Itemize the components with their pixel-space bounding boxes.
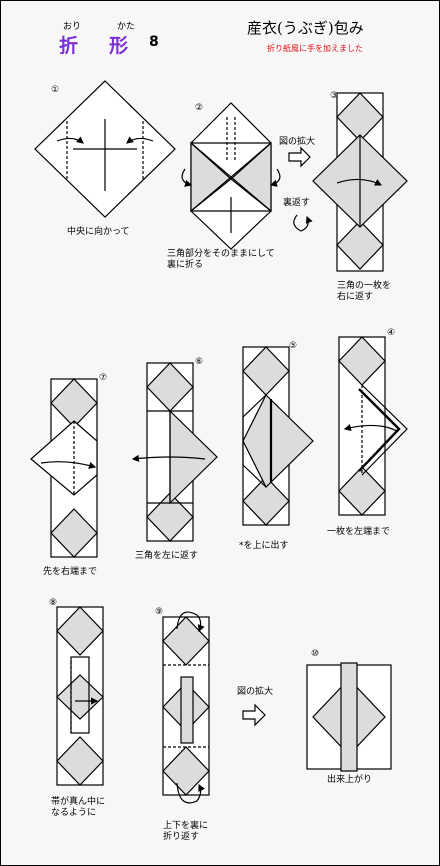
step-9-caption: 上下を裏に 折り返す — [163, 821, 209, 842]
step-6-diagram — [131, 362, 218, 542]
step-6-number: ⑥ — [195, 357, 204, 367]
step-7-diagram — [30, 378, 98, 558]
step-9-diagram — [162, 611, 210, 804]
step-9-number: ⑨ — [155, 607, 164, 617]
step-10-number: ⑩ — [311, 649, 320, 659]
step-3-caption: 三角の一枚を 右に返す — [337, 281, 392, 302]
title-kata: 形 — [109, 35, 129, 57]
step-3-number: ③ — [330, 91, 339, 101]
zoom-arrow-top — [288, 146, 311, 168]
flip-arrow — [293, 214, 313, 232]
step-1-diagram — [34, 80, 176, 218]
step-7-caption: 先を右端まで — [43, 567, 98, 577]
title-ori: 折 — [59, 35, 79, 57]
step-4-caption: 一枚を左端まで — [327, 527, 391, 537]
step-1-caption: 中央に向かって — [67, 227, 130, 237]
step-1-number: ① — [51, 85, 60, 95]
subheading: 折り紙風に手を加えました — [267, 44, 363, 53]
step-8-number: ⑧ — [49, 598, 58, 608]
ruby-ori: おり — [63, 22, 82, 32]
step-2-caption: 三角部分をそのままにして 裏に折る — [167, 249, 275, 270]
heading: 産衣(うぶぎ)包み — [247, 19, 364, 37]
step-4-diagram — [338, 336, 408, 516]
ruby-kata: かた — [117, 22, 136, 32]
step-8-diagram — [56, 606, 104, 786]
step-10-caption: 出来上がり — [327, 775, 373, 785]
step-5-caption: *を上に出す — [239, 541, 289, 551]
step-6-caption: 三角を左に返す — [135, 551, 199, 561]
flip-note: 裏返す — [283, 198, 311, 208]
step-5-number: ⑤ — [289, 341, 298, 351]
step-10-diagram — [306, 662, 392, 772]
step-5-diagram — [242, 346, 314, 526]
step-7-number: ⑦ — [99, 373, 108, 383]
step-2-diagram — [181, 102, 281, 250]
step-4-number: ④ — [387, 328, 396, 338]
title-number: 8 — [149, 34, 159, 50]
zoom-note-bottom: 図の拡大 — [237, 687, 274, 697]
step-3-diagram — [312, 92, 408, 272]
step-8-caption: 帯が真ん中に なるように — [51, 797, 106, 818]
step-2-number: ② — [195, 103, 204, 113]
zoom-arrow-bottom — [242, 703, 266, 727]
zoom-note-top: 図の拡大 — [279, 137, 316, 147]
